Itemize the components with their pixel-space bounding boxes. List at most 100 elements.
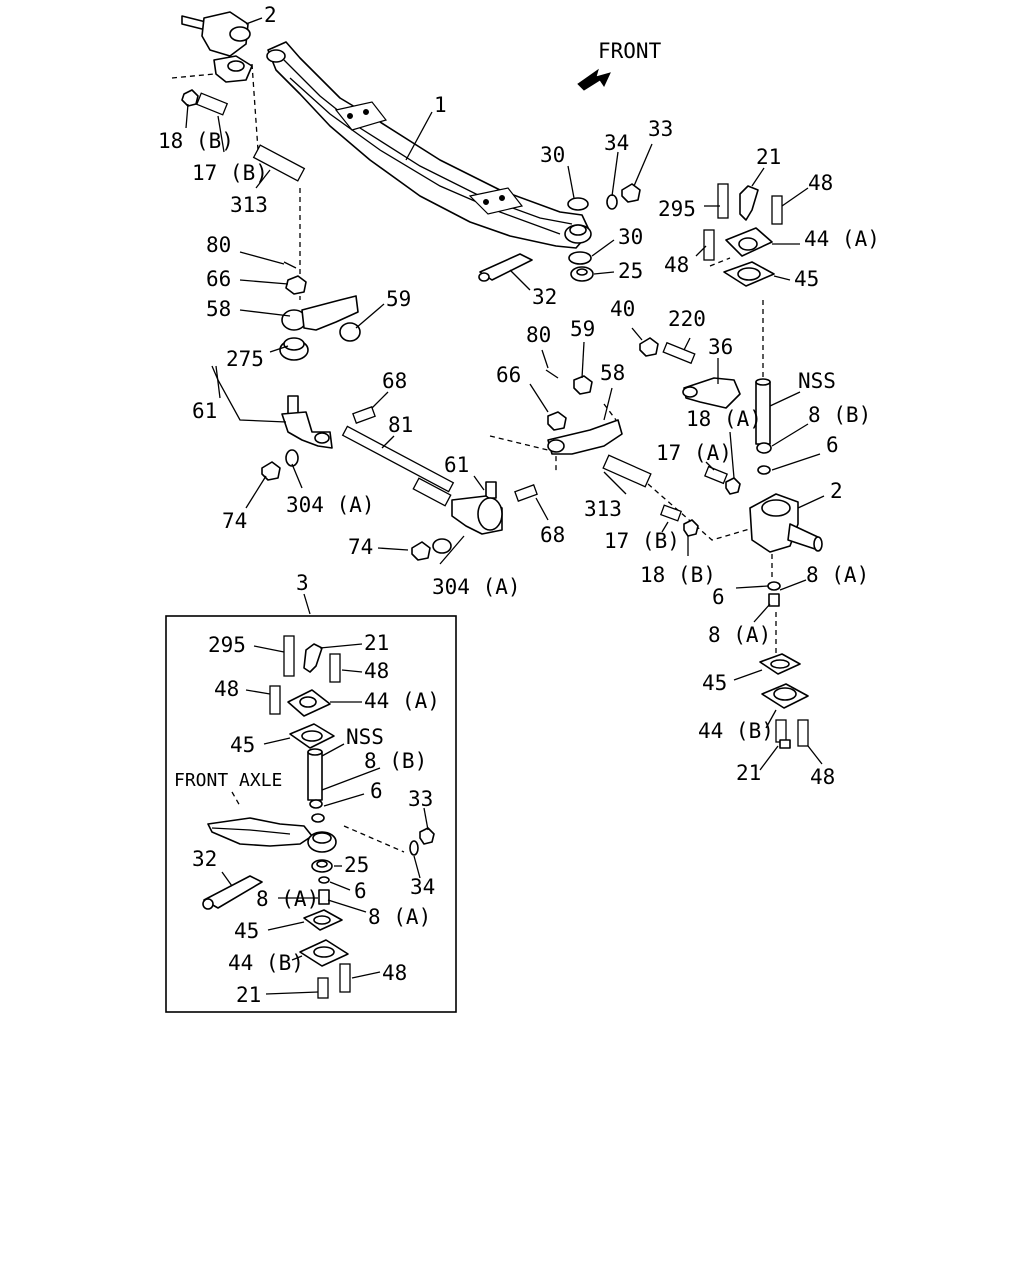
callout-58-center: 58 [600,361,625,385]
callout-74-left: 74 [222,509,247,533]
callout-313-center: 313 [584,497,622,521]
callout-33-top: 33 [648,117,673,141]
inset-callout-48-bottom: 48 [382,961,407,985]
right-bushing-nss [755,300,772,475]
callout-25-top: 25 [618,259,643,283]
inset-callout-nss: NSS [346,725,384,749]
callout-8a-right-2: 8 (A) [708,623,771,647]
inset-callout-33: 33 [408,787,433,811]
callout-32-top: 32 [532,285,557,309]
callout-48-top-right-2: 48 [664,253,689,277]
callout-17a-right: 17 (A) [656,441,732,465]
callout-17b-top-left: 17 (B) [192,161,268,185]
inset-callout-8b: 8 (B) [364,749,427,773]
callout-48-right: 48 [810,765,835,789]
inset-title: FRONT AXLE [174,770,282,791]
callout-66-center: 66 [496,363,521,387]
callout-295-top-right: 295 [658,197,696,221]
inset-frame [165,615,457,1013]
inset-callout-32: 32 [192,847,217,871]
axle-beam [266,41,592,249]
center-kingpin-pieces [478,183,641,282]
inset-callout-295: 295 [208,633,246,657]
callout-44a-top-right: 44 (A) [804,227,880,251]
left-knuckle-arm-61 [281,395,376,449]
callout-68-left: 68 [382,369,407,393]
center-tie-rod-end-61 [411,481,538,561]
inset-front-axle-detail: 3 FRONT AXLE [165,571,457,1013]
inset-callout-45-bottom: 45 [234,919,259,943]
callout-labels: 2 1 18 (B) 17 (B) 313 80 66 58 59 275 61… [158,3,880,1007]
callout-58-left: 58 [206,297,231,321]
callout-59-left: 59 [386,287,411,311]
callout-21-right: 21 [736,761,761,785]
inset-callout-48-top-1: 48 [364,659,389,683]
callout-80-left: 80 [206,233,231,257]
inset-callout-34: 34 [410,875,435,899]
callout-275: 275 [226,347,264,371]
callout-6-right: 6 [826,433,839,457]
right-steering-knuckle [659,493,823,553]
inset-callout-6-bottom: 6 [354,879,367,903]
callout-30-lower: 30 [618,225,643,249]
center-steering-arm-assembly [489,369,623,472]
callout-66-left: 66 [206,267,231,291]
callout-44b-right: 44 (B) [698,719,774,743]
callout-2-top-left: 2 [264,3,277,27]
center-tie-rod-313 [602,454,761,541]
inset-callout-8a-left: 8 (A) [256,887,319,911]
callout-80-center: 80 [526,323,551,347]
callout-304a-center: 304 (A) [432,575,521,599]
callout-8a-right-1: 8 (A) [806,563,869,587]
inset-number: 3 [296,571,309,595]
callout-59-center: 59 [570,317,595,341]
inset-callout-48-top-2: 48 [214,677,239,701]
callout-313-top-left: 313 [230,193,268,217]
callout-18b-top-left: 18 (B) [158,129,234,153]
inset-callout-21-top: 21 [364,631,389,655]
left-nut-washer [261,449,299,481]
callout-18b-center: 18 (B) [640,563,716,587]
callout-45-right: 45 [702,671,727,695]
callout-45-top-right: 45 [794,267,819,291]
inset-callout-21-bottom: 21 [236,983,261,1007]
callout-nss-right: NSS [798,369,836,393]
right-bottom-cap-assembly [759,554,809,749]
callout-17b-center: 17 (B) [604,529,680,553]
callout-48-top-right-1: 48 [808,171,833,195]
front-direction-indicator: FRONT [577,39,662,91]
callout-8b-right: 8 (B) [808,403,871,427]
callout-74-center: 74 [348,535,373,559]
callout-61-left: 61 [192,399,217,423]
callout-36: 36 [708,335,733,359]
front-direction-label: FRONT [598,39,662,63]
callout-220: 220 [668,307,706,331]
callout-40: 40 [610,297,635,321]
callout-30-upper: 30 [540,143,565,167]
right-steering-arm-36 [639,337,741,409]
left-nut-stud-set [171,73,229,116]
leader-lines [185,17,825,995]
inset-callout-8a-right: 8 (A) [368,905,431,929]
callout-2-right: 2 [830,479,843,503]
inset-callout-25: 25 [344,853,369,877]
tie-rod-81 [341,425,455,507]
callout-1-axle: 1 [434,93,447,117]
callout-68-center: 68 [540,523,565,547]
right-top-cap-assembly [703,183,783,287]
right-stud-nut-A [704,465,741,495]
callout-6-right-lower: 6 [712,585,725,609]
callout-304a-left: 304 (A) [286,493,375,517]
callout-18a-right: 18 (A) [686,407,762,431]
left-steering-arm-assembly [279,261,361,361]
top-left-steering-knuckle [181,11,259,151]
callout-34-top: 34 [604,131,629,155]
callout-61-center: 61 [444,453,469,477]
inset-callout-44b: 44 (B) [228,951,304,975]
front-arrow-icon [577,68,611,91]
callout-81: 81 [388,413,413,437]
inset-callout-6-top: 6 [370,779,383,803]
inset-callout-45-top: 45 [230,733,255,757]
inset-callout-44a: 44 (A) [364,689,440,713]
